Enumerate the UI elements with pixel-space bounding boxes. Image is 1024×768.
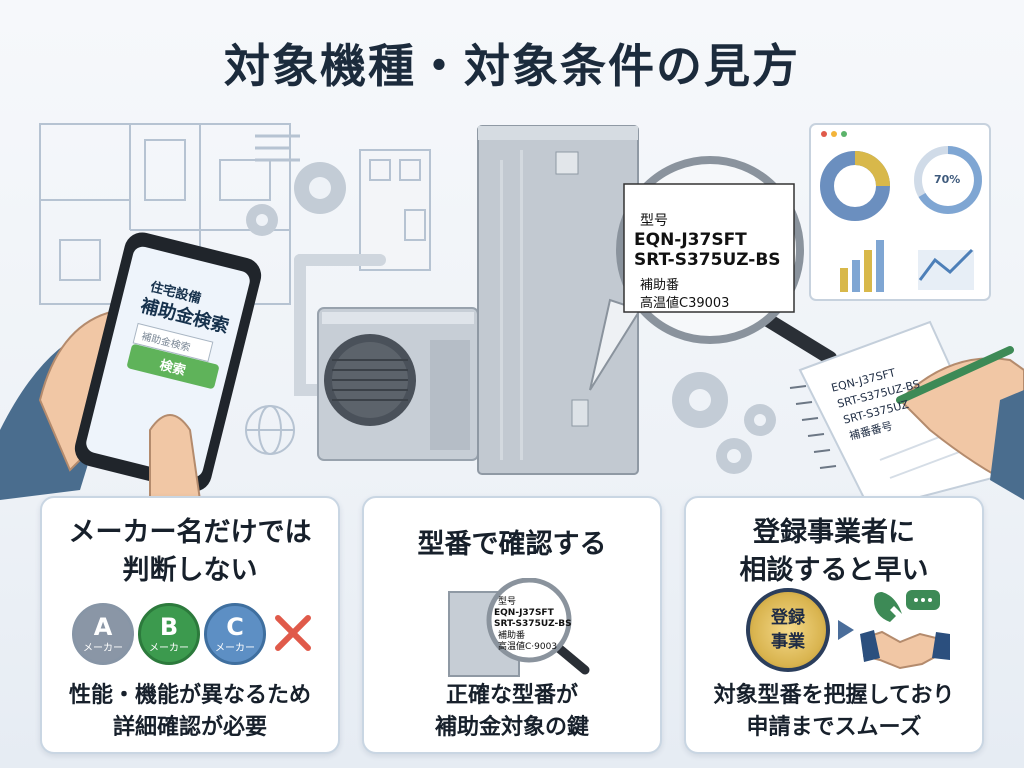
page-title: 対象機種・対象条件の見方	[224, 39, 800, 93]
brand-b-badge: B メーカー	[138, 603, 200, 665]
dashboard-percent: 70%	[934, 173, 961, 186]
card-2-footer-line-2: 補助金対象の鍵	[434, 715, 589, 740]
card-3-heading-line-2: 相談すると早い	[739, 555, 929, 586]
card-2-heading: 型番で確認する	[417, 529, 607, 560]
cross-icon	[275, 615, 311, 651]
card-1-footer-line-1: 性能・機能が異なるため	[68, 683, 311, 708]
brand-c-badge: C メーカー	[204, 603, 266, 665]
building-icon	[359, 149, 431, 271]
outdoor-unit-graphic	[317, 307, 479, 461]
arrow-right-icon	[838, 620, 854, 640]
magnifier-label: 型号	[640, 213, 668, 229]
mini-model-1: EQN-J37SFT	[494, 608, 554, 618]
card-3-footer-line-2: 申請までスムーズ	[746, 715, 922, 740]
mini-model-2: SRT-S375UZ-BS	[494, 619, 572, 629]
illustration-scene: 住宅設備 補助金検索 補助金検索 検索 型号 EQN-J37SFT SRT-S3…	[0, 100, 1024, 500]
card-1-heading-line-2: 判断しない	[122, 555, 258, 586]
gear-icon	[246, 162, 776, 474]
water-heater-tank-graphic	[477, 125, 639, 475]
magnifier-graphic	[589, 156, 837, 391]
globe-icon	[245, 405, 295, 455]
brand-a-badge: A メーカー	[72, 603, 134, 665]
mini-magnifier-graphic	[448, 578, 590, 677]
mini-label: 型号	[498, 597, 517, 607]
document-lines-icon	[255, 134, 300, 162]
card-3-footer-line-1: 対象型番を把握しており	[713, 683, 955, 708]
handshake-icon	[860, 590, 950, 670]
writing-hand-graphic	[896, 346, 1024, 500]
magnifier-model-2: SRT-S375UZ-BS	[634, 250, 781, 270]
magnifier-model-1: EQN-J37SFT	[634, 230, 747, 250]
magnifier-sub-value: 高温値C39003	[640, 296, 730, 311]
magnifier-sub-label: 補助番	[640, 278, 680, 293]
registered-business-seal: 登録 事業	[746, 588, 830, 672]
card-2-footer-line-1: 正確な型番が	[445, 683, 578, 708]
card-1-heading-line-1: メーカー名だけでは	[68, 517, 312, 548]
card-registered-business: 登録事業者に 相談すると早い 対象型番を把握しており 申請までスムーズ	[684, 496, 984, 754]
mini-value: 高温値C·9003	[498, 642, 558, 652]
card-3-heading-line-1: 登録事業者に	[753, 517, 915, 548]
card-1-footer-line-2: 詳細確認が必要	[112, 715, 267, 740]
mini-sub: 補助番	[498, 631, 526, 641]
dashboard-panel	[809, 123, 991, 301]
